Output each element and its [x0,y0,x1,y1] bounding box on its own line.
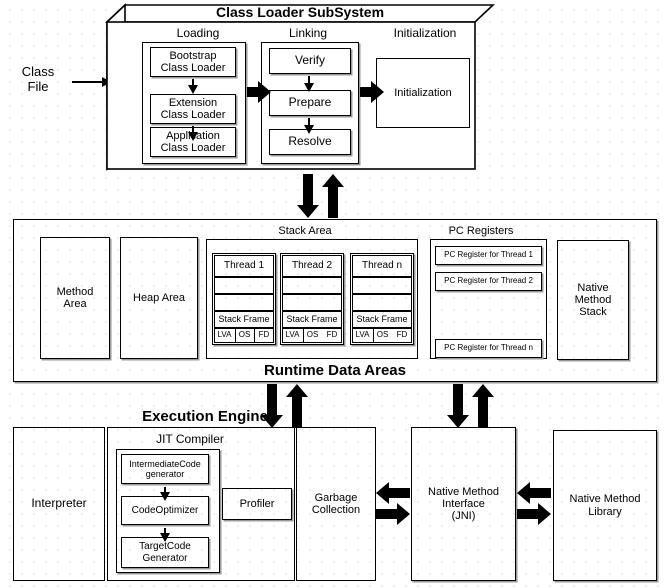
loading-arrow-2 [188,126,198,141]
thread-1-parts-cell [214,328,274,343]
linking-group [261,42,359,164]
thread-n-empty-cell-2 [352,294,412,311]
profiler-box[interactable] [222,488,292,520]
jit-arrow-2 [160,528,170,542]
pc-registers-group [430,239,547,359]
execution-to-runtime-arrow [286,384,308,428]
classloader-to-runtime-arrow [297,174,319,218]
jit-arrow-1 [160,487,170,501]
thread-n-stack-frame-cell [352,311,412,328]
thread-1-box[interactable] [212,253,276,345]
loading-group [142,42,246,164]
heap-area-box[interactable] [120,237,198,359]
native-method-library-box[interactable] [553,430,657,581]
thread-n-parts-divider-1 [373,329,374,342]
thread-2-box[interactable] [280,253,344,345]
runtime-to-classloader-arrow [322,174,344,218]
linking-arrow-1 [304,76,314,92]
loading-arrow-1 [188,79,198,94]
linking-arrow-2 [304,118,314,134]
stack-area-group [206,239,418,359]
bootstrap-class-loader-box[interactable] [150,47,236,77]
native-method-interface-box[interactable] [411,427,516,581]
target-code-generator-box[interactable] [121,537,209,568]
pc-register-thread-1-box[interactable] [435,246,542,265]
jni-to-library-arrow [517,503,551,525]
thread-2-stack-frame-cell [282,311,342,328]
thread-n-box[interactable] [350,253,414,345]
prepare-box[interactable] [269,90,351,116]
initialization-box[interactable] [376,58,470,128]
intermediate-code-generator-box[interactable] [121,454,209,484]
class-file-label: Class File [21,64,55,94]
thread-n-title-cell [352,255,412,277]
thread-n-empty-cell-1 [352,277,412,294]
pc-register-thread-n-box[interactable] [435,339,542,358]
thread-2-parts-cell [282,328,342,343]
linking-to-initialization-arrow [360,81,384,103]
thread-n-parts-cell [352,328,412,343]
thread-1-stack-frame-cell [214,311,274,328]
pc-register-thread-2-box[interactable] [435,272,542,291]
runtime-to-jni-arrow [447,384,469,428]
native-method-stack-box[interactable] [557,240,629,360]
resolve-box[interactable] [269,129,351,155]
thread-1-parts-divider-2 [254,329,255,342]
thread-1-parts-divider-1 [235,329,236,342]
jit-compiler-group [116,449,220,573]
jni-to-runtime-arrow [472,384,494,428]
thread-2-empty-cell-2 [282,294,342,311]
verify-box[interactable] [269,48,351,74]
jit-compiler-region [107,427,295,581]
class-loader-subsystem-cube [104,2,496,172]
thread-2-empty-cell-1 [282,277,342,294]
library-to-jni-arrow [517,482,551,504]
thread-2-title-cell [282,255,342,277]
thread-1-empty-cell-1 [214,277,274,294]
thread-1-empty-cell-2 [214,294,274,311]
interpreter-box[interactable] [13,427,105,581]
application-class-loader-box[interactable] [150,127,236,157]
extension-class-loader-box[interactable] [150,94,236,124]
runtime-to-execution-arrow [261,384,283,428]
gc-to-jni-arrow [376,503,410,525]
thread-1-title-cell [214,255,274,277]
runtime-data-areas-panel [13,219,657,382]
garbage-collection-box[interactable] [296,427,376,581]
jni-to-gc-arrow [376,482,410,504]
thread-2-parts-divider-1 [303,329,304,342]
method-area-box[interactable] [40,237,110,359]
code-optimizer-box[interactable] [121,496,209,525]
